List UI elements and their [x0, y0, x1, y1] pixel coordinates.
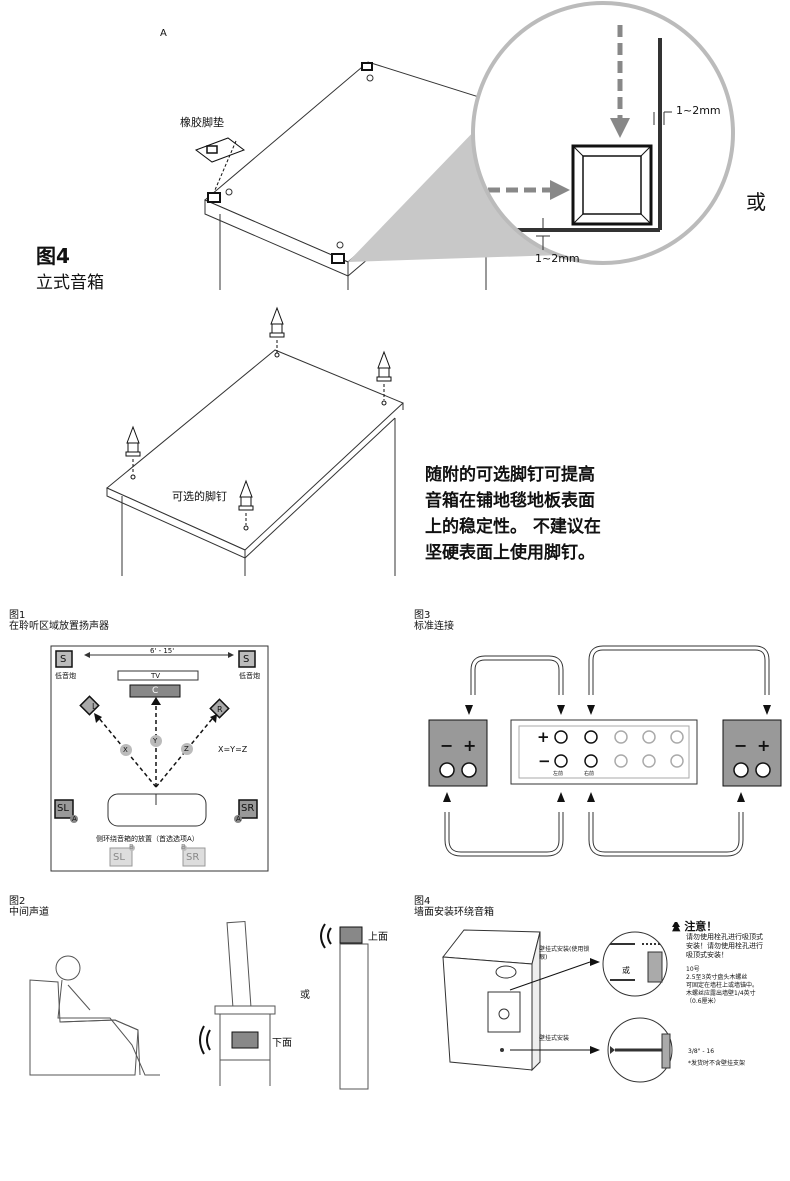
- fig1-distance: 6' - 15': [150, 647, 175, 655]
- fig4b-header: 图4 墙面安装环绕音箱: [414, 896, 494, 918]
- fig4b-bracket-note: *发货时不含壁挂支架: [688, 1060, 746, 1067]
- fig1-title: 图1: [9, 610, 26, 621]
- fig3-right-label: 右前: [584, 771, 595, 777]
- screw-spec-line: 10号: [686, 966, 700, 973]
- fig4b-or-label: 或: [622, 966, 630, 975]
- fig1-sub-left: S: [60, 654, 67, 665]
- fig1-equation: X=Y=Z: [218, 745, 248, 754]
- fig3-connection-diagram: [428, 645, 782, 857]
- fig4b-caution-title: 注意！: [684, 920, 718, 933]
- caution-line: 安装！请勿使用栓孔进行: [686, 942, 763, 950]
- fig3-left-label: 左前: [553, 771, 564, 777]
- or-label: 或: [746, 190, 766, 214]
- fig4b-caution-text: 请勿使用栓孔进行吸顶式 安装！请勿使用栓孔进行 吸顶式安装！: [686, 933, 763, 960]
- fig3-header: 图3 标准连接: [414, 610, 454, 632]
- spike-note-line: 随附的可选脚钉可提高: [425, 465, 595, 485]
- screw-spec-line: 可固定在墙柱上或墙锚中。: [686, 982, 759, 989]
- fig1-sl-b: SL: [113, 852, 125, 863]
- spike-note-line: 音箱在铺地毯地板表面: [425, 491, 595, 511]
- screw-spec-line: （0.6厘米）: [686, 998, 720, 1005]
- fig1-sr: SR: [241, 803, 255, 814]
- fig1-subtitle: 在聆听区域放置扬声器: [9, 621, 109, 632]
- fig1-sub-left-label: 低音炮: [55, 672, 76, 680]
- gap-bottom-label: 1~2mm: [535, 252, 580, 265]
- fig4b-keyhole-label: 壁挂式安装(使用锁眼): [539, 946, 590, 961]
- fig4b-thread-spec: 3/8" - 16: [688, 1048, 715, 1055]
- figure-title: 图4: [36, 244, 70, 268]
- spike-note: 随附的可选脚钉可提高 音箱在铺地毯地板表面 上的稳定性。 不建议在 坚硬表面上使…: [425, 462, 675, 566]
- fig1-badge-a-right: A: [236, 815, 241, 823]
- fig1-z: Z: [184, 745, 189, 753]
- fig2-subtitle: 中间声道: [9, 907, 49, 918]
- gap-top-label: 1~2mm: [676, 104, 721, 117]
- fig1-sub-right-label: 低音炮: [239, 672, 260, 680]
- fig3-subtitle: 标准连接: [414, 621, 454, 632]
- fig2-title: 图2: [9, 896, 26, 907]
- fig1-left-speaker: L: [92, 702, 97, 711]
- fig3-receiver-minus: −: [538, 752, 551, 770]
- fig4b-screw-spec: 10号 2.5至3英寸盘头木螺丝 可固定在墙柱上或墙锚中。 木螺丝应露出墙壁1/…: [686, 966, 758, 1006]
- fig3-right-minus: −: [734, 736, 748, 755]
- screw-spec-line: 2.5至3英寸盘头木螺丝: [686, 974, 748, 981]
- spike-icon: [269, 306, 285, 358]
- fig1-badge-b-right: B: [181, 843, 186, 851]
- spike-note-line: 上的稳定性。 不建议在: [425, 517, 601, 537]
- fig1-x: X: [123, 746, 128, 754]
- fig2-top-label: 上面: [368, 932, 388, 943]
- warning-icon: ▲: [672, 920, 681, 933]
- fig1-center-speaker: C: [152, 686, 159, 696]
- fig2-bottom-label: 下面: [272, 1038, 292, 1049]
- fig1-y: Y: [153, 737, 158, 745]
- fig4b-title: 图4: [414, 896, 431, 907]
- fig1-placement-diagram: [50, 645, 269, 872]
- rubber-pad-label: 橡胶脚垫: [180, 116, 224, 129]
- optional-spike-label: 可选的脚钉: [172, 490, 227, 503]
- fig2-center-channel-illustration: [29, 920, 369, 1090]
- screw-spec-line: 木螺丝应露出墙壁1/4英寸: [686, 990, 756, 997]
- fig1-badge-b-left: B: [129, 843, 134, 851]
- fig4b-caution: ▲ 注意！: [672, 918, 717, 934]
- fig2-or-label: 或: [300, 990, 310, 1001]
- fig1-header: 图1 在聆听区域放置扬声器: [9, 610, 109, 632]
- fig1-surround-note: 侧环绕音箱的放置（首选选项A）: [96, 835, 199, 843]
- fig3-receiver-plus: +: [537, 728, 550, 746]
- fig1-sub-right: S: [243, 654, 250, 665]
- fig3-left-minus: −: [440, 736, 454, 755]
- spikes-cabinet-illustration: [106, 306, 404, 576]
- caution-line: 吸顶式安装！: [686, 951, 728, 959]
- fig3-title: 图3: [414, 610, 431, 621]
- figure-subtitle: 立式音箱: [36, 273, 104, 293]
- fig1-sl: SL: [57, 803, 69, 814]
- corner-mark: A: [160, 28, 167, 39]
- fig1-tv: TV: [151, 672, 161, 680]
- fig3-left-plus: +: [463, 736, 477, 755]
- floorstanding-cabinet-illustration: [194, 1, 735, 290]
- fig1-badge-a-left: A: [72, 815, 77, 823]
- fig1-right-speaker: R: [217, 705, 223, 714]
- fig1-sr-b: SR: [186, 852, 200, 863]
- fig4b-subtitle: 墙面安装环绕音箱: [414, 907, 494, 918]
- fig4b-wall-mount-illustration: [442, 922, 680, 1083]
- fig4b-bracket-label: 壁挂式安装: [539, 1035, 570, 1042]
- fig3-right-plus: +: [757, 736, 771, 755]
- caution-line: 请勿使用栓孔进行吸顶式: [686, 933, 763, 941]
- spike-note-line: 坚硬表面上使用脚钉。: [425, 543, 595, 563]
- fig2-header: 图2 中间声道: [9, 896, 49, 918]
